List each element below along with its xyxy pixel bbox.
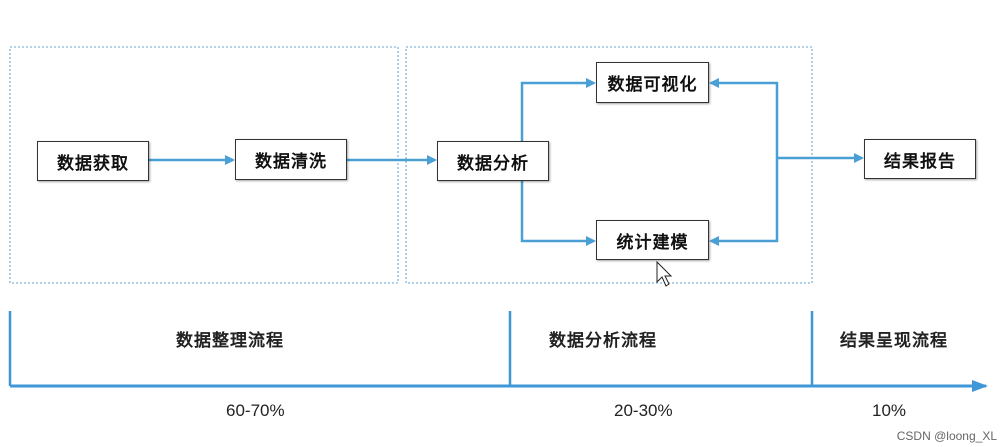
mouse-cursor-icon [656,260,673,287]
node-statistical-modeling: 统计建模 [596,220,709,260]
stage-label-analysis: 数据分析流程 [549,331,657,351]
group-frame-preparation [9,46,399,284]
node-data-visualization-label: 数据可视化 [607,75,698,95]
node-data-cleaning: 数据清洗 [235,139,347,180]
node-result-report-label: 结果报告 [884,151,956,172]
group-frame-analysis [405,46,813,284]
stage-percent-preparation: 60-70% [226,401,285,420]
stage-percent-presentation: 10% [872,401,907,420]
node-data-visualization: 数据可视化 [596,62,709,103]
node-data-analysis: 数据分析 [437,141,549,181]
node-data-analysis-label: 数据分析 [457,153,529,174]
node-data-acquisition: 数据获取 [37,141,149,181]
node-statistical-modeling-label: 统计建模 [616,232,689,253]
arrow-loop-to-model [709,158,779,246]
stage-label-presentation: 结果呈现流程 [840,331,948,351]
arrow-analyze-visualize [520,78,596,142]
node-data-cleaning-label: 数据清洗 [255,152,327,172]
node-result-report: 结果报告 [864,139,976,179]
stage-percent-analysis: 20-30% [614,401,673,420]
node-data-acquisition-label: 数据获取 [57,153,129,174]
watermark: CSDN @loong_XL [896,429,997,443]
stage-label-preparation: 数据整理流程 [176,331,284,351]
arrow-analyze-model [520,180,596,246]
arrow-loop-to-visualize [709,78,779,158]
